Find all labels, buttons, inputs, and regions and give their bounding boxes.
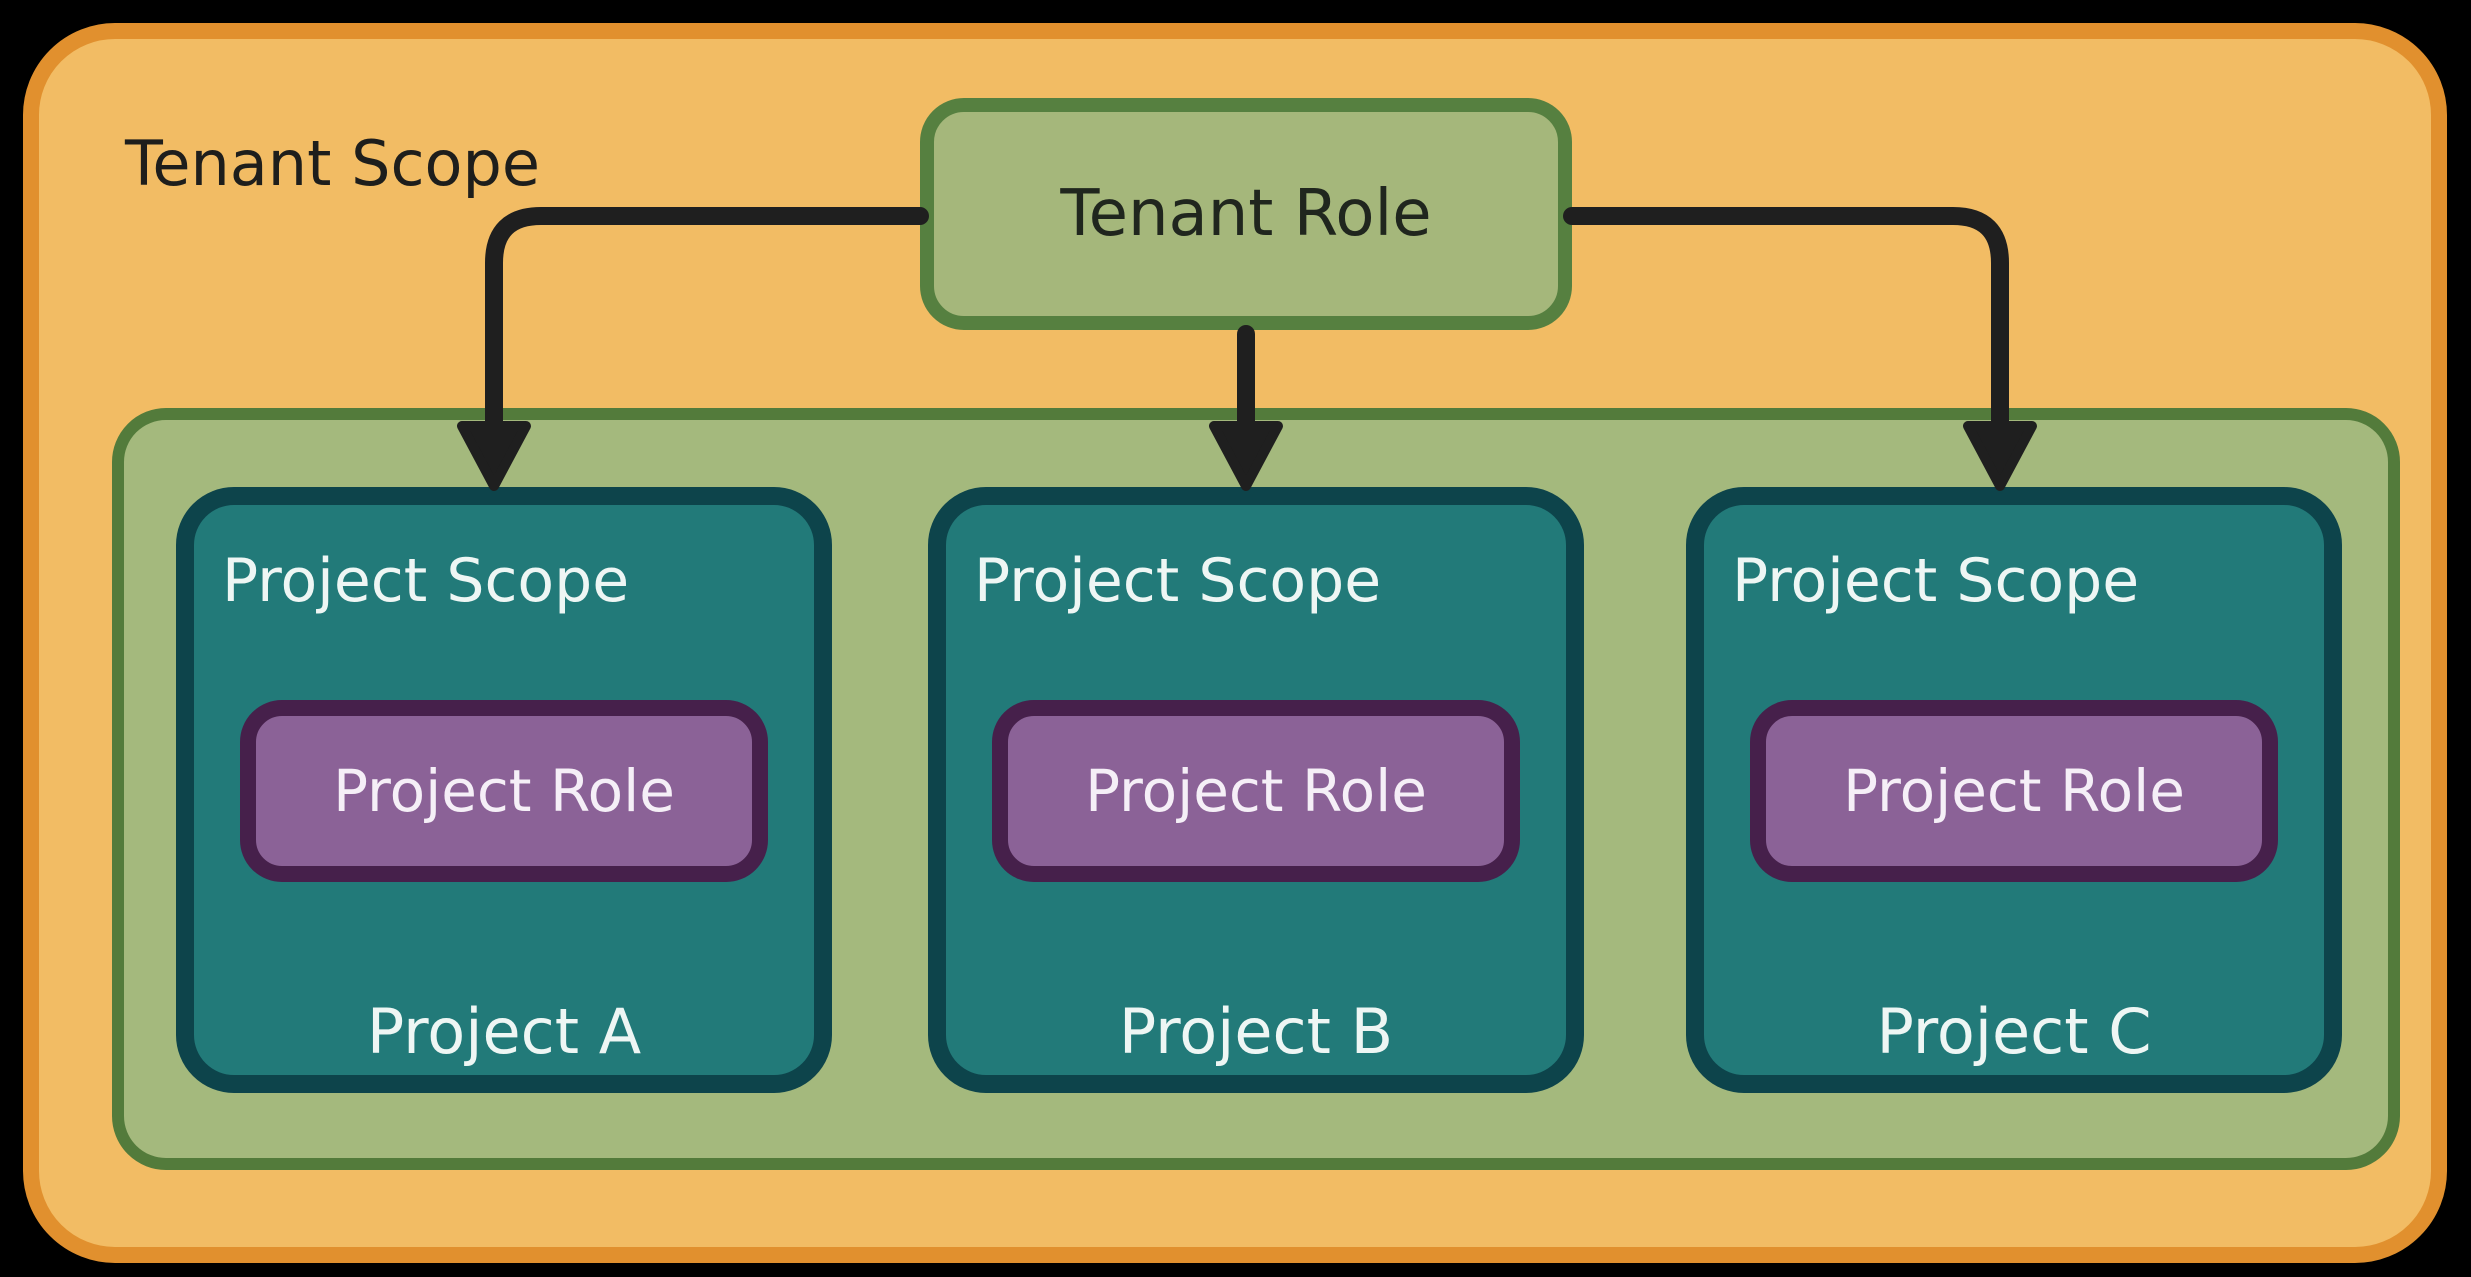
project-scope-label: Project Scope — [222, 546, 630, 616]
project-scope-box-b: Project Scope Project Role Project B — [928, 487, 1584, 1093]
project-role-label: Project Role — [1843, 757, 2185, 825]
project-scope-label: Project Scope — [1732, 546, 2140, 616]
tenant-role-label: Tenant Role — [1060, 177, 1432, 251]
tenant-role-box: Tenant Role — [920, 98, 1572, 330]
project-role-box: Project Role — [1750, 700, 2278, 882]
tenant-scope-label: Tenant Scope — [125, 127, 540, 200]
project-name-label: Project A — [366, 995, 642, 1068]
project-role-box: Project Role — [240, 700, 768, 882]
project-name-label: Project C — [1876, 995, 2152, 1068]
project-role-label: Project Role — [1085, 757, 1427, 825]
project-scope-label: Project Scope — [974, 546, 1382, 616]
project-role-label: Project Role — [333, 757, 675, 825]
project-scope-box-c: Project Scope Project Role Project C — [1686, 487, 2342, 1093]
project-name-label: Project B — [1118, 995, 1394, 1068]
project-role-box: Project Role — [992, 700, 1520, 882]
project-scope-box-a: Project Scope Project Role Project A — [176, 487, 832, 1093]
